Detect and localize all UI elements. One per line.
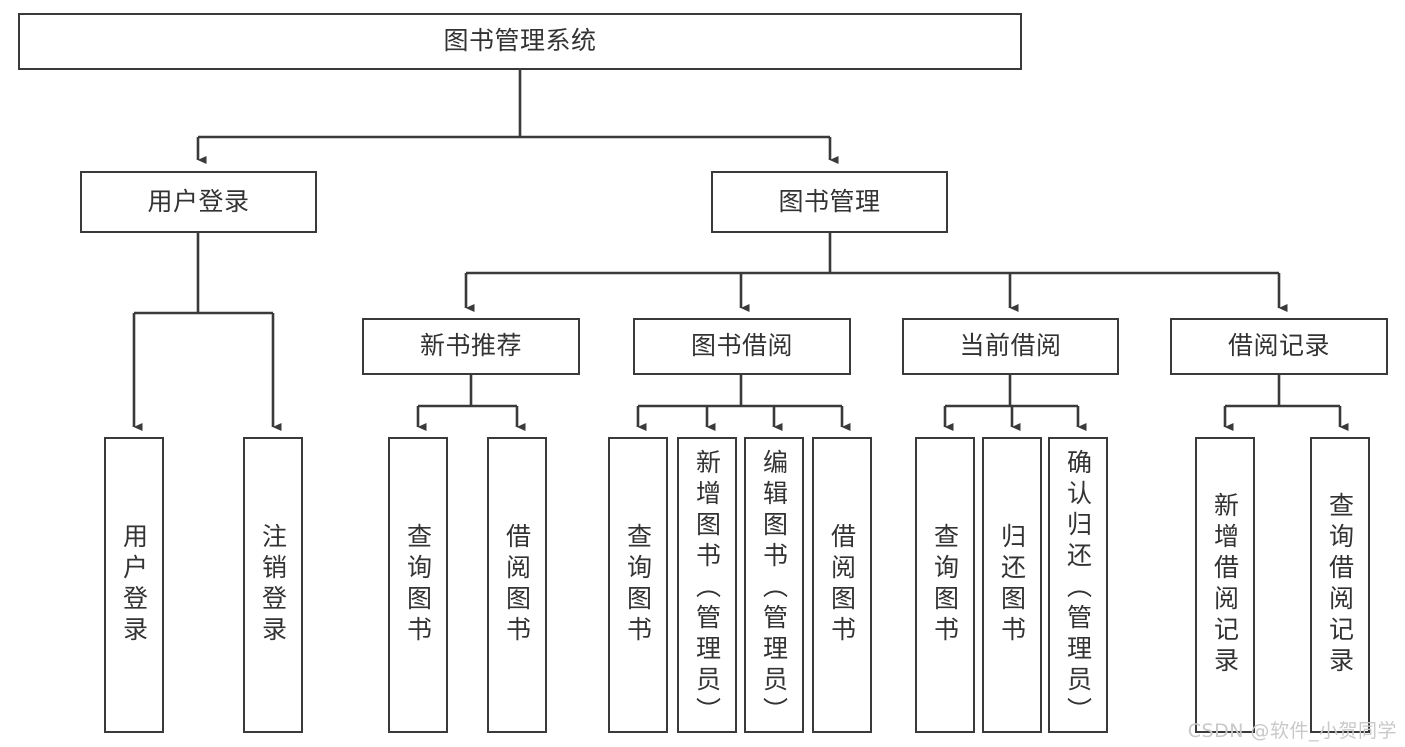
leaf-recommend-query-book-label: 查询图书 <box>403 523 433 647</box>
leaf-user-login[interactable]: 用户登录 <box>104 437 164 733</box>
edge-group-root <box>196 70 839 164</box>
leaf-borrow-book[interactable]: 借阅图书 <box>812 437 872 733</box>
edge-group-borrow-records <box>1223 375 1349 431</box>
node-new-book-recommend-label: 新书推荐 <box>419 331 522 361</box>
leaf-borrow-query-book-label: 查询图书 <box>623 523 653 647</box>
leaf-edit-book-admin[interactable]: 编辑图书（管理员） <box>744 437 804 733</box>
node-current-borrow[interactable]: 当前借阅 <box>902 318 1119 375</box>
node-current-borrow-label: 当前借阅 <box>959 331 1062 361</box>
leaf-recommend-borrow-book-label: 借阅图书 <box>502 523 532 647</box>
node-root-system[interactable]: 图书管理系统 <box>18 13 1022 70</box>
edge-group-book-borrow <box>636 375 851 431</box>
node-book-borrow[interactable]: 图书借阅 <box>633 318 851 375</box>
node-new-book-recommend[interactable]: 新书推荐 <box>362 318 580 375</box>
leaf-user-logout-label: 注销登录 <box>258 523 288 647</box>
node-borrow-records-label: 借阅记录 <box>1227 331 1330 361</box>
leaf-borrow-query-book[interactable]: 查询图书 <box>608 437 668 733</box>
leaf-return-book-label: 归还图书 <box>997 523 1027 647</box>
edge-group-book-management <box>464 233 1288 312</box>
leaf-user-logout[interactable]: 注销登录 <box>243 437 303 733</box>
leaf-edit-book-admin-label: 编辑图书（管理员） <box>759 449 789 728</box>
leaf-user-login-label: 用户登录 <box>119 523 149 647</box>
edge-group-current-borrow <box>943 375 1087 431</box>
leaf-confirm-return-admin[interactable]: 确认归还（管理员） <box>1048 437 1108 733</box>
leaf-borrow-book-label: 借阅图书 <box>827 523 857 647</box>
leaf-add-borrow-record-label: 新增借阅记录 <box>1210 492 1240 678</box>
node-book-management-label: 图书管理 <box>778 186 881 216</box>
node-user-login[interactable]: 用户登录 <box>80 171 317 233</box>
edge-group-new-book-recommend <box>416 375 526 431</box>
leaf-confirm-return-admin-label: 确认归还（管理员） <box>1063 449 1093 728</box>
leaf-add-borrow-record[interactable]: 新增借阅记录 <box>1195 437 1255 733</box>
node-book-management[interactable]: 图书管理 <box>711 171 948 233</box>
leaf-return-book[interactable]: 归还图书 <box>982 437 1042 733</box>
leaf-recommend-borrow-book[interactable]: 借阅图书 <box>487 437 547 733</box>
leaf-current-query-book-label: 查询图书 <box>930 523 960 647</box>
leaf-current-query-book[interactable]: 查询图书 <box>915 437 975 733</box>
node-root-system-label: 图书管理系统 <box>443 26 597 56</box>
leaf-add-book-admin[interactable]: 新增图书（管理员） <box>677 437 737 733</box>
node-borrow-records[interactable]: 借阅记录 <box>1170 318 1388 375</box>
leaf-recommend-query-book[interactable]: 查询图书 <box>388 437 448 733</box>
node-book-borrow-label: 图书借阅 <box>690 331 793 361</box>
leaf-query-borrow-record-label: 查询借阅记录 <box>1325 492 1355 678</box>
csdn-watermark: CSDN @软件_小贺同学 <box>1187 720 1397 742</box>
edge-group-user-login <box>132 233 282 431</box>
leaf-query-borrow-record[interactable]: 查询借阅记录 <box>1310 437 1370 733</box>
leaf-add-book-admin-label: 新增图书（管理员） <box>692 449 722 728</box>
node-user-login-label: 用户登录 <box>147 186 250 216</box>
